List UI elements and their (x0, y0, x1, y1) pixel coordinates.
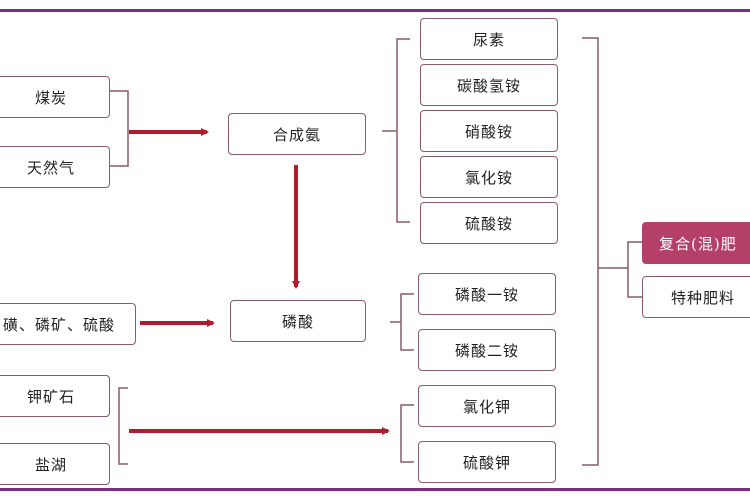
product-potassium-sulfate-label: 硫酸钾 (462, 453, 511, 472)
product-urea-label: 尿素 (472, 30, 505, 49)
final-compound-fertilizer-label: 复合(混)肥 (659, 234, 737, 253)
source-coal: 煤炭 (0, 76, 110, 118)
bracket-phosphate-products (390, 293, 414, 351)
phosphoric-acid-box: 磷酸 (230, 300, 366, 342)
bracket-potash-products (400, 404, 414, 463)
source-phosphate-group: 磺、磷矿、硫酸 (0, 303, 136, 345)
product-potassium-chloride-label: 氯化钾 (462, 397, 511, 416)
final-special-fertilizer: 特种肥料 (642, 276, 750, 318)
synthetic-ammonia-label: 合成氨 (272, 125, 321, 144)
product-potassium-sulfate: 硫酸钾 (418, 441, 556, 483)
bracket-all-products (582, 37, 614, 466)
source-natural-gas-label: 天然气 (26, 158, 75, 177)
product-dap: 磷酸二铵 (418, 329, 556, 371)
source-phosphate-group-label: 磺、磷矿、硫酸 (2, 315, 115, 334)
product-potassium-chloride: 氯化钾 (418, 385, 556, 427)
product-map: 磷酸一铵 (418, 273, 556, 315)
bracket-coal-gas (110, 90, 129, 167)
bottom-border (0, 488, 750, 491)
product-ammonium-bicarbonate-label: 碳酸氢铵 (456, 76, 521, 95)
phosphoric-acid-label: 磷酸 (281, 312, 314, 331)
top-border (0, 9, 750, 12)
bracket-nitrogen-products (382, 38, 410, 223)
final-special-fertilizer-label: 特种肥料 (671, 288, 736, 307)
product-ammonium-sulfate: 硫酸铵 (420, 202, 558, 244)
product-ammonium-sulfate-label: 硫酸铵 (464, 214, 513, 233)
synthetic-ammonia-box: 合成氨 (228, 113, 366, 155)
product-ammonium-bicarbonate: 碳酸氢铵 (420, 64, 558, 106)
product-ammonium-nitrate: 硝酸铵 (420, 110, 558, 152)
bracket-potash-salt (118, 387, 128, 465)
source-coal-label: 煤炭 (34, 88, 67, 107)
product-ammonium-nitrate-label: 硝酸铵 (464, 122, 513, 141)
product-ammonium-chloride-label: 氯化铵 (464, 168, 513, 187)
product-ammonium-chloride: 氯化铵 (420, 156, 558, 198)
final-compound-fertilizer: 复合(混)肥 (642, 222, 750, 264)
source-natural-gas: 天然气 (0, 146, 110, 188)
product-map-label: 磷酸一铵 (454, 285, 519, 304)
bracket-final-products (614, 241, 642, 298)
source-salt-lake: 盐湖 (0, 443, 110, 485)
source-potash-ore-label: 钾矿石 (26, 387, 75, 406)
product-dap-label: 磷酸二铵 (454, 341, 519, 360)
product-urea: 尿素 (420, 18, 558, 60)
source-salt-lake-label: 盐湖 (34, 455, 67, 474)
source-potash-ore: 钾矿石 (0, 375, 110, 417)
